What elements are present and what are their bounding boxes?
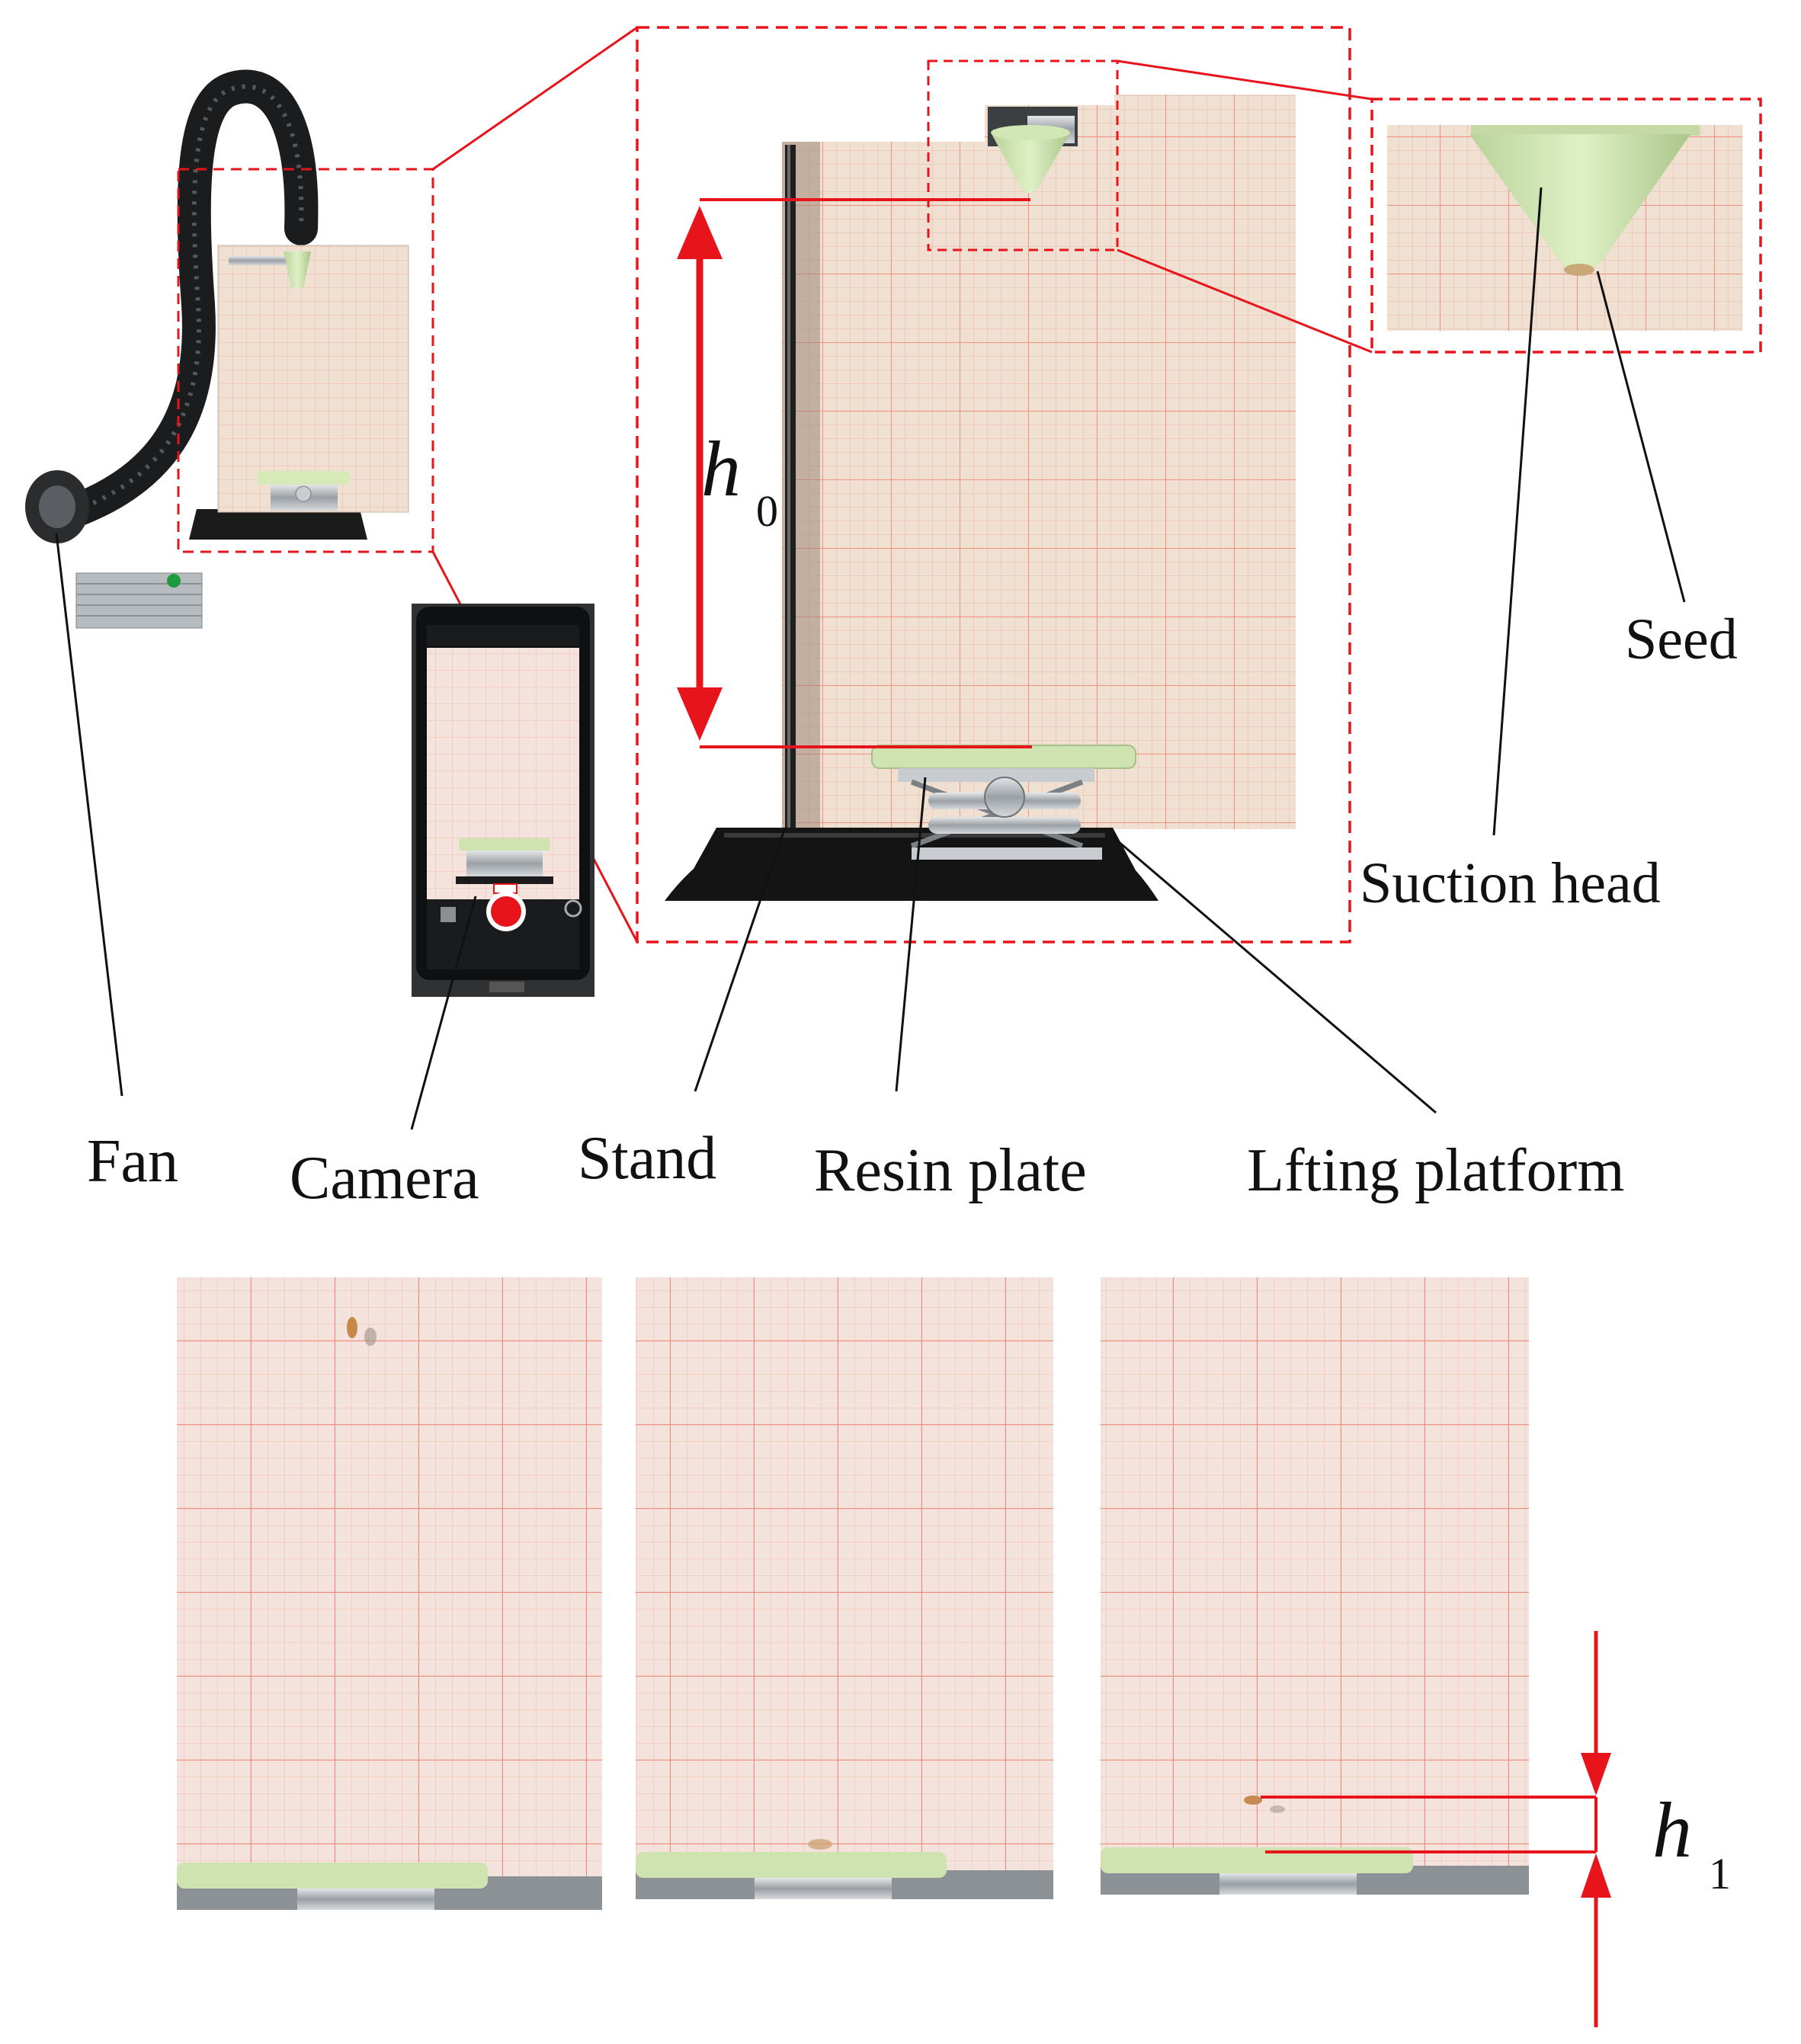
h0-subscript: 0	[756, 486, 778, 536]
detail-zoom-line-top	[1117, 59, 1373, 101]
label-suction-head: Suction head	[1360, 851, 1661, 915]
suction-head	[988, 107, 1078, 193]
h0-symbol: h	[701, 425, 741, 513]
label-fan: Fan	[87, 1128, 178, 1195]
camera-phone-photo	[412, 604, 594, 997]
fan-setup-photo	[25, 69, 409, 629]
label-resin-plate: Resin plate	[814, 1137, 1087, 1204]
main-setup-photo	[665, 95, 1296, 901]
h1-measurement	[1261, 1631, 1611, 2027]
seed-icon	[1564, 264, 1594, 276]
small-setup-dashed-frame	[177, 168, 434, 553]
fan-controller-box	[75, 572, 203, 629]
zoom-line-top	[432, 26, 638, 171]
suction-detail-dashed-box	[927, 59, 1119, 251]
sequence-frame-2	[636, 1277, 1053, 1899]
small-grid-board	[217, 245, 409, 513]
sequence-frame-3	[1101, 1277, 1529, 1895]
detail-inset-dashed-frame	[1370, 98, 1762, 354]
label-camera: Camera	[290, 1145, 479, 1212]
leader-lines	[55, 187, 1686, 1130]
detail-inset-photo	[1387, 125, 1742, 331]
falling-seed-1	[347, 1317, 357, 1338]
main-setup-dashed-frame	[636, 26, 1351, 944]
falling-seed-2	[808, 1839, 832, 1850]
detail-zoom-line-bottom	[1117, 248, 1373, 354]
label-seed: Seed	[1625, 607, 1738, 671]
stand-base	[665, 828, 1158, 901]
resin-plate	[871, 745, 1136, 769]
bouncing-seed	[1244, 1796, 1262, 1805]
h1-symbol: h	[1652, 1786, 1692, 1874]
label-lifting-platform: Lfting platform	[1247, 1137, 1624, 1204]
sequence-frame-1	[177, 1277, 602, 1910]
h0-measurement	[677, 198, 1032, 748]
h1-subscript: 1	[1709, 1849, 1731, 1898]
lifting-platform	[898, 768, 1102, 860]
label-stand: Stand	[578, 1125, 716, 1192]
grid-board	[782, 95, 1296, 829]
